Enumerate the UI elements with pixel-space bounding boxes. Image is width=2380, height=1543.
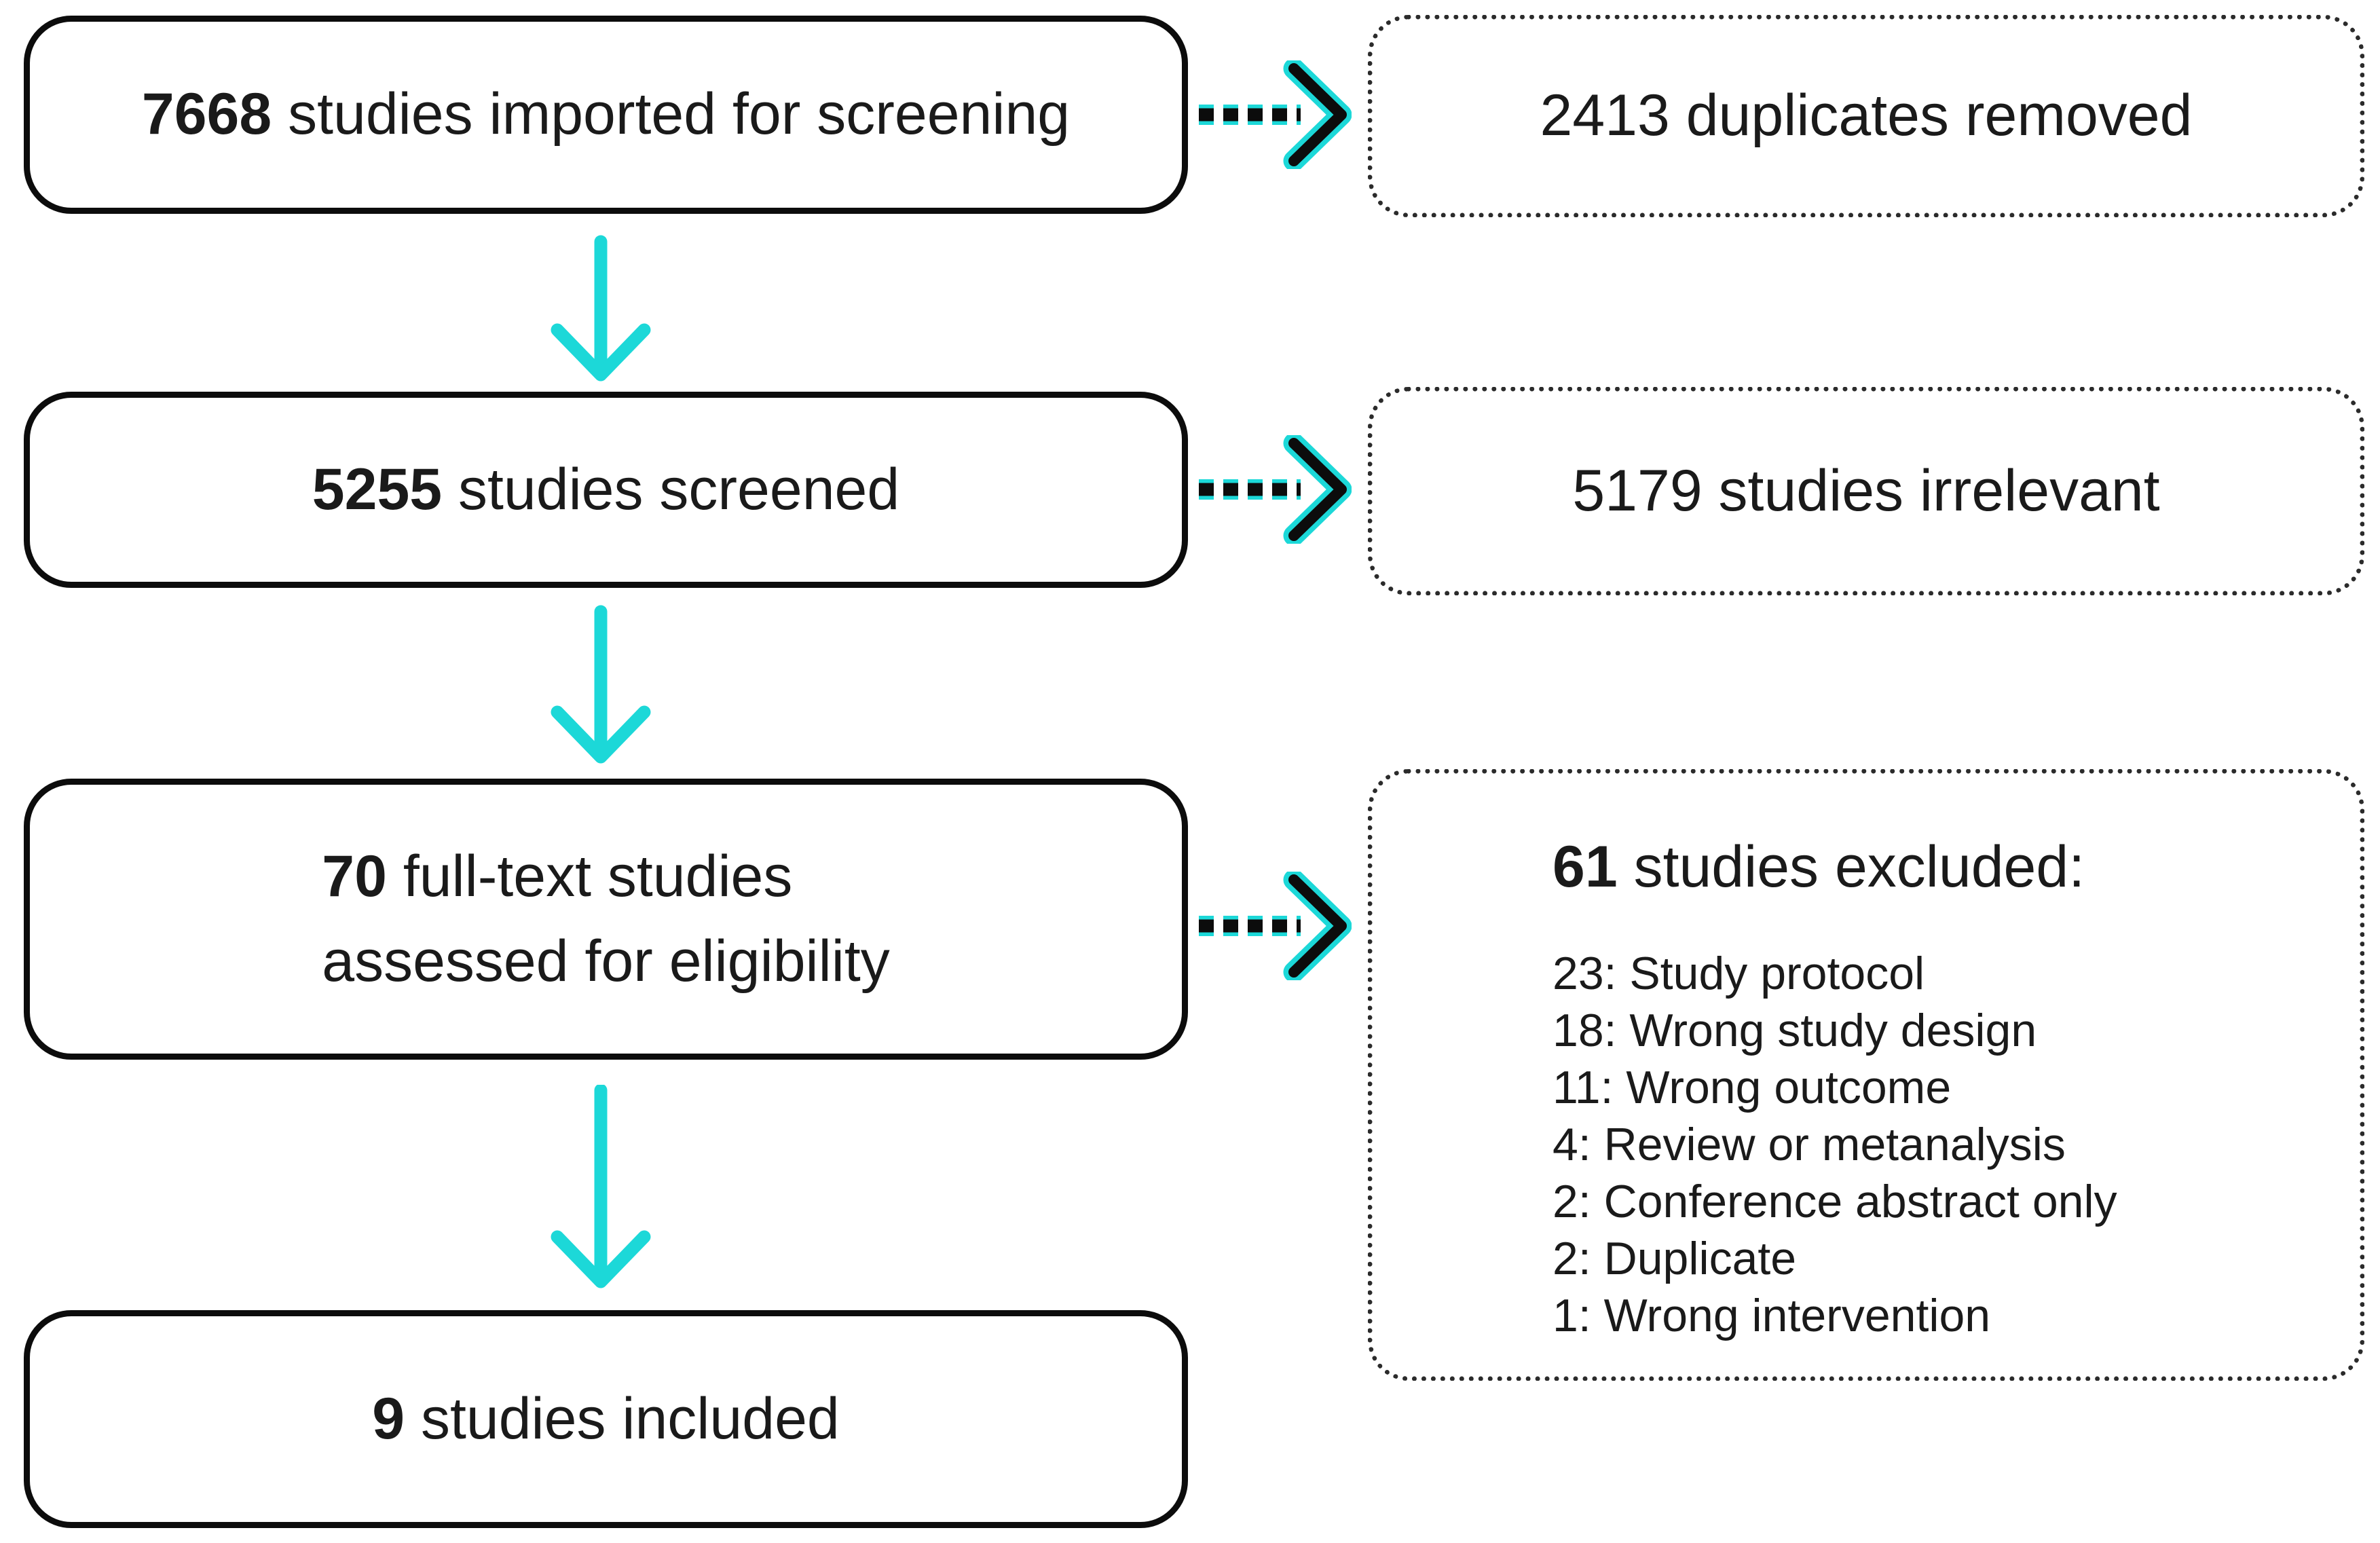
- dashed-right-arrow-icon: [1192, 60, 1352, 169]
- excluded-heading: 61 studies excluded:: [1552, 830, 2117, 906]
- excluded-reason-item: 2: Conference abstract only: [1552, 1175, 2117, 1227]
- label-included: studies included: [405, 1386, 840, 1451]
- down-arrow-icon: [526, 235, 675, 388]
- box-fulltext-assessed: 70 full-text studies assessed for eligib…: [24, 779, 1188, 1060]
- dashed-right-arrow-icon: [1192, 872, 1352, 980]
- fulltext-line1: 70 full-text studies: [322, 834, 889, 919]
- box-studies-excluded: 61 studies excluded: 23: Study protocol …: [1368, 769, 2364, 1381]
- box-studies-imported: 7668 studies imported for screening: [24, 16, 1188, 214]
- box-studies-imported-text: 7668 studies imported for screening: [142, 77, 1070, 153]
- box-studies-included-text: 9 studies included: [372, 1381, 839, 1457]
- dashed-right-arrow-icon: [1192, 435, 1352, 544]
- excluded-reason-item: 18: Wrong study design: [1552, 1004, 2037, 1056]
- box-studies-screened: 5255 studies screened: [24, 392, 1188, 588]
- count-screened: 5255: [312, 456, 443, 522]
- box-studies-included: 9 studies included: [24, 1310, 1188, 1528]
- down-arrow-icon: [526, 605, 675, 770]
- label-fulltext: full-text studies: [386, 844, 793, 910]
- label-excluded: studies excluded:: [1617, 834, 2085, 899]
- box-studies-screened-text: 5255 studies screened: [312, 452, 899, 528]
- label-screened: studies screened: [442, 456, 900, 522]
- box-studies-irrelevant: 5179 studies irrelevant: [1368, 387, 2364, 595]
- excluded-reason-item: 4: Review or metanalysis: [1552, 1118, 2066, 1170]
- duplicates-removed-text: 2413 duplicates removed: [1540, 83, 2193, 149]
- count-imported: 7668: [141, 81, 272, 147]
- excluded-reason-item: 11: Wrong outcome: [1552, 1061, 1952, 1113]
- box-duplicates-removed: 2413 duplicates removed: [1368, 15, 2364, 217]
- label-imported: studies imported for screening: [272, 81, 1071, 147]
- box-fulltext-assessed-text: 70 full-text studies assessed for eligib…: [322, 834, 889, 1003]
- down-arrow-icon: [526, 1085, 675, 1295]
- excluded-reasons-list: 23: Study protocol 18: Wrong study desig…: [1552, 945, 2117, 1344]
- excluded-reason-item: 23: Study protocol: [1552, 947, 1925, 999]
- studies-excluded-content: 61 studies excluded: 23: Study protocol …: [1373, 774, 2144, 1344]
- count-fulltext: 70: [322, 844, 387, 910]
- studies-irrelevant-text: 5179 studies irrelevant: [1572, 458, 2160, 523]
- count-included: 9: [372, 1386, 405, 1451]
- fulltext-line2: assessed for eligibility: [322, 929, 890, 994]
- excluded-reason-item: 1: Wrong intervention: [1552, 1289, 1991, 1341]
- count-excluded: 61: [1552, 834, 1618, 899]
- excluded-reason-item: 2: Duplicate: [1552, 1232, 1797, 1284]
